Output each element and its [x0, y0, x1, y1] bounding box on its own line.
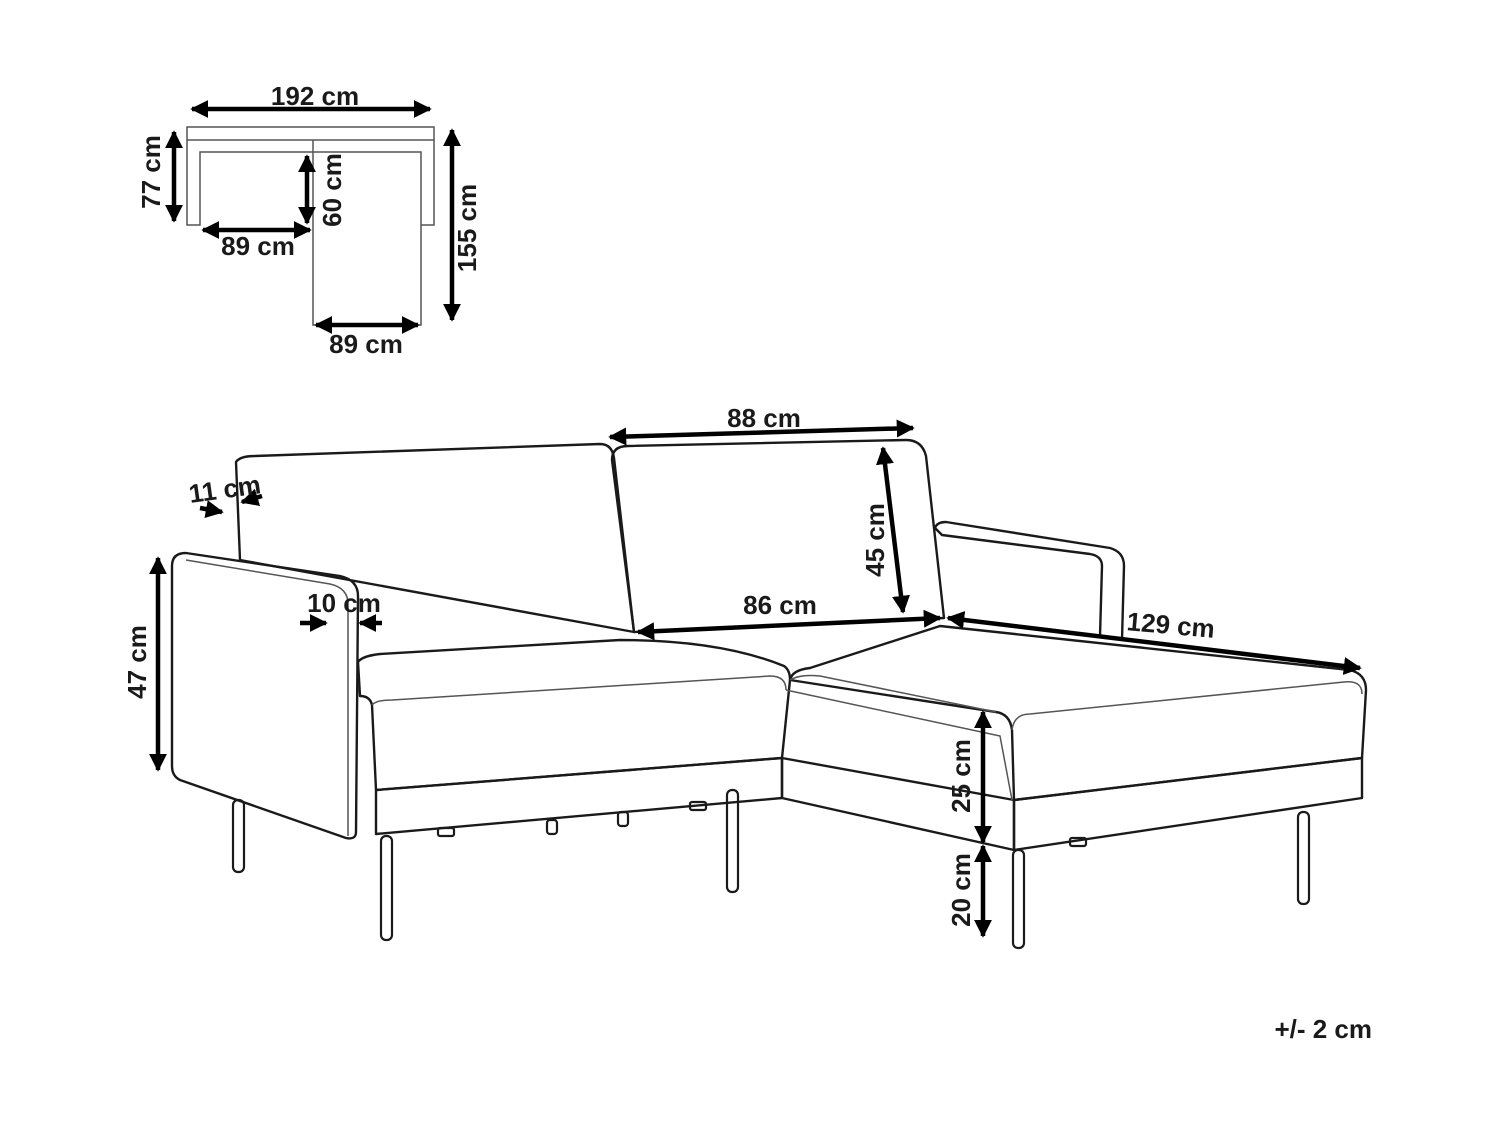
chaise-depth-arrow: [946, 611, 1362, 675]
leg-front-left: [231, 798, 246, 874]
left-seat-cushion: [356, 638, 792, 792]
arm-height-label: 47 cm: [122, 625, 152, 699]
leg-chaise-front: [1011, 848, 1026, 950]
left-armrest: [170, 551, 360, 840]
left-backrest: [234, 442, 636, 634]
plan-seat-width-label: 89 cm: [221, 231, 295, 261]
left-seat-base: [374, 756, 784, 836]
plan-chaise-width-label: 89 cm: [329, 329, 403, 359]
backrest-height-label: 45 cm: [860, 503, 890, 577]
plan-view: 192 cm 77 cm 60 cm 89 cm 155 cm 89 cm: [136, 81, 482, 359]
backrest-height-arrow: [876, 446, 910, 614]
sofa-drawing: [170, 438, 1368, 950]
seat-width-arrow: [636, 609, 942, 641]
plan-seat-depth-label: 60 cm: [317, 153, 347, 227]
leg-back-mid: [725, 788, 740, 894]
chaise-depth-label: 129 cm: [1126, 606, 1216, 644]
sofa-dimensions: 88 cm 45 cm 11 cm 10 cm 86 cm 129 cm 47 …: [122, 403, 1362, 938]
armrest-width-label: 10 cm: [307, 588, 381, 618]
backrest-width-label: 88 cm: [727, 403, 801, 433]
plan-backrest: [186, 126, 435, 141]
chaise-front-base: [1012, 756, 1364, 852]
seat-width-label: 86 cm: [743, 590, 817, 620]
seat-height-label: 25 cm: [946, 739, 976, 813]
plan-depth-label: 77 cm: [136, 135, 166, 209]
chaise-side-base: [780, 756, 1016, 852]
backrest-thickness-label: 11 cm: [187, 469, 263, 509]
chaise-cushion: [788, 624, 1368, 802]
plan-chaise-length-label: 155 cm: [452, 184, 482, 272]
plan-width-label: 192 cm: [271, 81, 359, 111]
backrest-thickness-arrow-left: [199, 500, 224, 518]
leg-front-mid: [379, 834, 394, 942]
right-armrest: [933, 520, 1126, 642]
backrest-thickness-arrow-right: [240, 488, 263, 506]
backrest-width-arrow: [608, 419, 915, 446]
leg-height-label: 20 cm: [946, 853, 976, 927]
plan-frame: [186, 140, 435, 226]
leg-chaise-back: [1296, 810, 1311, 906]
tolerance-note: +/- 2 cm: [1274, 1014, 1372, 1044]
